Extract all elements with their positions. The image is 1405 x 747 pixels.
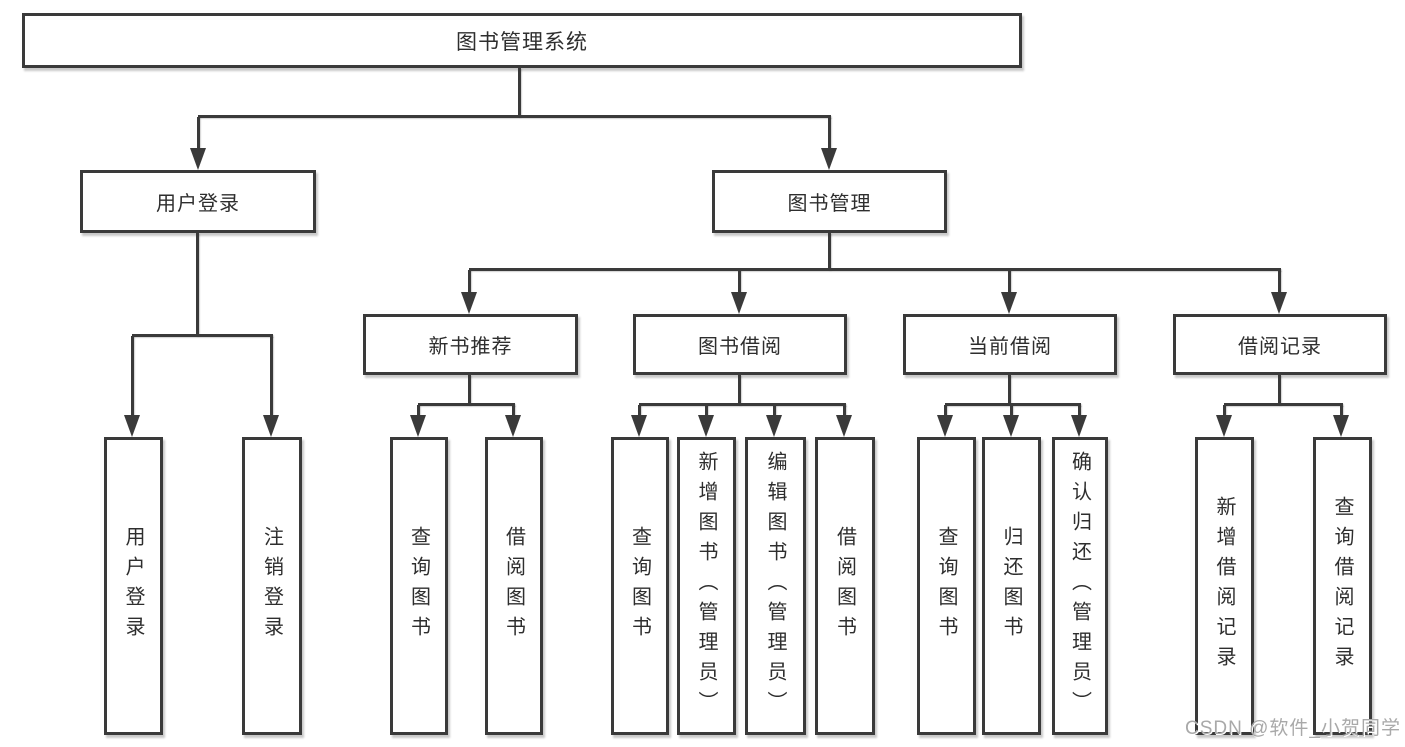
arrowhead-down-icon <box>505 415 521 437</box>
connector-drop <box>468 270 471 294</box>
connector-drop <box>843 405 846 419</box>
leaf-logout: 注销登录 <box>242 437 302 735</box>
connector-cb-rail <box>945 403 1081 406</box>
connector-drop <box>270 336 273 417</box>
connector-userlogin-rail <box>132 334 273 337</box>
connector-br-stub <box>1278 375 1281 405</box>
leaf-query-borrow-record: 查询借阅记录 <box>1313 437 1372 735</box>
leaf-borrow-books-recommend: 借阅图书 <box>485 437 543 735</box>
connector-bookmgmt-stub <box>828 233 831 270</box>
node-root: 图书管理系统 <box>22 13 1022 68</box>
leaf-query-books-borrowing: 查询图书 <box>611 437 669 735</box>
connector-br-rail <box>1224 403 1343 406</box>
arrowhead-down-icon <box>1216 415 1232 437</box>
arrowhead-down-icon <box>1271 292 1287 314</box>
arrowhead-down-icon <box>461 292 477 314</box>
connector-drop <box>738 270 741 294</box>
connector-nbr-stub <box>468 375 471 405</box>
leaf-return-books: 归还图书 <box>982 437 1041 735</box>
connector-drop <box>1340 405 1343 419</box>
arrowhead-down-icon <box>1071 415 1087 437</box>
connector-drop <box>1078 405 1081 419</box>
connector-drop <box>417 405 420 419</box>
node-book-management: 图书管理 <box>712 170 947 233</box>
connector-drop <box>197 117 200 151</box>
leaf-add-borrow-record: 新增借阅记录 <box>1195 437 1254 735</box>
connector-drop <box>638 405 641 419</box>
arrowhead-down-icon <box>836 415 852 437</box>
node-new-book-recommend: 新书推荐 <box>363 314 578 375</box>
node-current-borrowing: 当前借阅 <box>903 314 1117 375</box>
arrowhead-down-icon <box>410 415 426 437</box>
arrowhead-down-icon <box>698 415 714 437</box>
connector-drop <box>705 405 708 419</box>
connector-drop <box>828 117 831 151</box>
connector-cb-stub <box>1008 375 1011 405</box>
arrowhead-down-icon <box>190 148 206 170</box>
leaf-borrow-books-borrowing: 借阅图书 <box>815 437 875 735</box>
connector-root-stub <box>518 68 521 117</box>
arrowhead-down-icon <box>821 148 837 170</box>
arrowhead-down-icon <box>1001 292 1017 314</box>
connector-root-rail <box>198 115 831 118</box>
arrowhead-down-icon <box>937 415 953 437</box>
arrowhead-down-icon <box>1333 415 1349 437</box>
node-borrowing-records: 借阅记录 <box>1173 314 1387 375</box>
connector-drop <box>512 405 515 419</box>
arrowhead-down-icon <box>124 415 140 437</box>
connector-bb-rail <box>639 403 846 406</box>
connector-bb-stub <box>738 375 741 405</box>
connector-drop <box>131 336 134 417</box>
arrowhead-down-icon <box>731 292 747 314</box>
arrowhead-down-icon <box>1003 415 1019 437</box>
connector-nbr-rail <box>418 403 515 406</box>
connector-userlogin-stub <box>196 233 199 336</box>
connector-drop <box>944 405 947 419</box>
node-book-borrowing: 图书借阅 <box>633 314 847 375</box>
leaf-confirm-return-admin: 确认归还（管理员） <box>1052 437 1108 735</box>
arrowhead-down-icon <box>766 415 782 437</box>
leaf-add-books-admin: 新增图书（管理员） <box>677 437 736 735</box>
leaf-query-books-recommend: 查询图书 <box>390 437 448 735</box>
connector-bookmgmt-rail <box>469 268 1281 271</box>
connector-drop <box>773 405 776 419</box>
leaf-user-login: 用户登录 <box>104 437 163 735</box>
arrowhead-down-icon <box>631 415 647 437</box>
leaf-edit-books-admin: 编辑图书（管理员） <box>745 437 806 735</box>
csdn-watermark: CSDN @软件_小贺同学 <box>1185 718 1401 739</box>
node-user-login: 用户登录 <box>80 170 316 233</box>
connector-drop <box>1278 270 1281 294</box>
connector-drop <box>1008 270 1011 294</box>
leaf-query-books-current: 查询图书 <box>917 437 976 735</box>
connector-drop <box>1223 405 1226 419</box>
arrowhead-down-icon <box>263 415 279 437</box>
connector-drop <box>1010 405 1013 419</box>
